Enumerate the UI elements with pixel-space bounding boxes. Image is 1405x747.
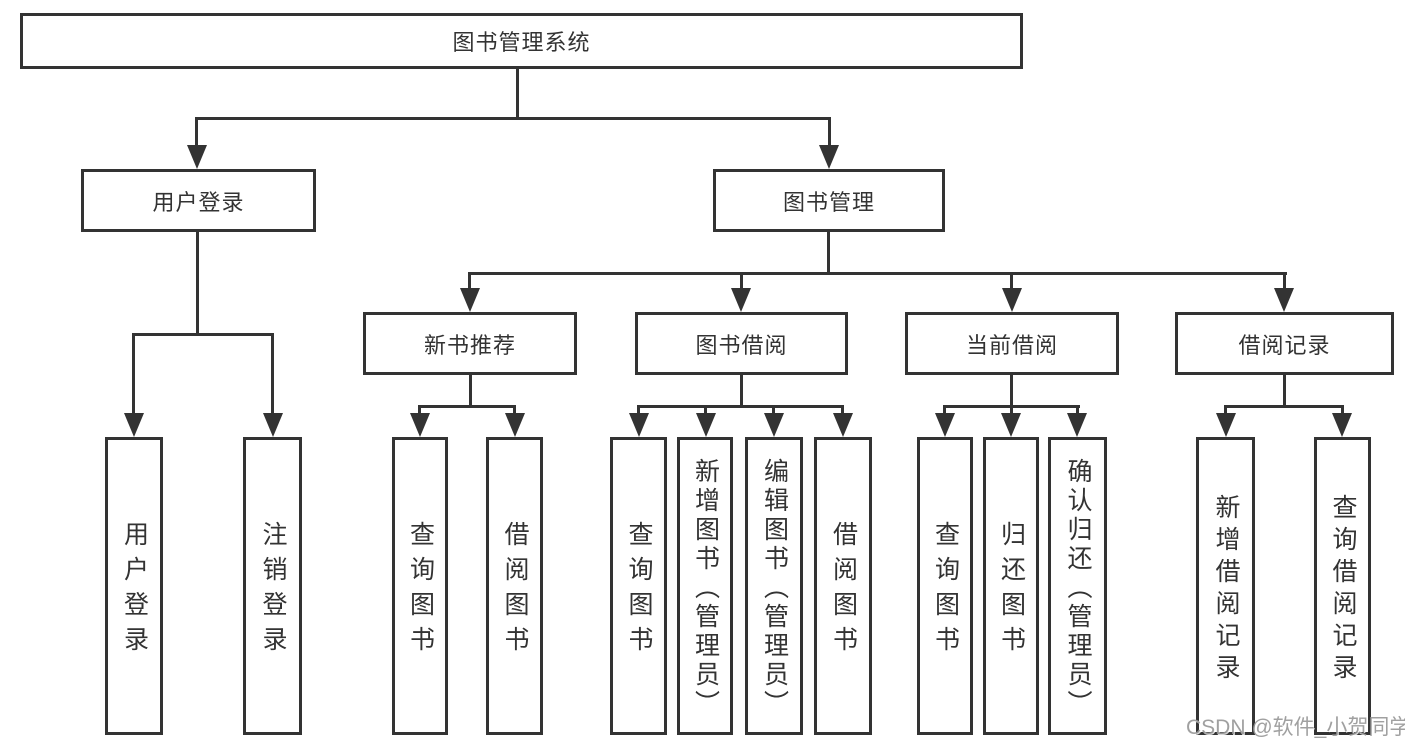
connector-arrow: [1274, 288, 1294, 312]
connector-arrow: [263, 413, 283, 437]
leaf-borrow-books: 借阅图书: [814, 437, 872, 735]
connector-line: [418, 405, 516, 408]
connector-line: [271, 333, 274, 415]
connector-line: [468, 272, 471, 291]
connector-arrow: [1067, 413, 1087, 437]
connector-arrow: [1332, 413, 1352, 437]
node-user-login: 用户登录: [81, 169, 316, 232]
connector-line: [195, 117, 831, 120]
connector-line: [196, 232, 199, 335]
connector-line: [827, 232, 830, 274]
leaf-confirm-return-admin: 确认归还（管理员）: [1048, 437, 1107, 735]
leaf-query-books-borrowing: 查询图书: [610, 437, 667, 735]
connector-arrow: [1216, 413, 1236, 437]
leaf-add-book-admin: 新增图书（管理员）: [677, 437, 733, 735]
connector-line: [132, 333, 274, 336]
connector-arrow: [935, 413, 955, 437]
leaf-query-books-recommend: 查询图书: [392, 437, 448, 735]
node-new-book-recommend: 新书推荐: [363, 312, 577, 375]
connector-line: [841, 405, 844, 415]
connector-arrow: [505, 413, 525, 437]
connector-line: [1010, 405, 1013, 415]
connector-line: [1010, 272, 1013, 291]
connector-arrow: [833, 413, 853, 437]
connector-line: [772, 405, 775, 415]
connector-arrow: [1001, 413, 1021, 437]
connector-line: [1010, 374, 1013, 407]
connector-arrow: [819, 145, 839, 169]
connector-line: [704, 405, 707, 415]
connector-line: [828, 117, 831, 149]
connector-line: [1283, 374, 1286, 407]
connector-line: [1283, 272, 1286, 291]
connector-line: [637, 405, 640, 415]
connector-line: [637, 405, 844, 408]
connector-line: [469, 374, 472, 407]
leaf-edit-book-admin: 编辑图书（管理员）: [745, 437, 803, 735]
node-borrow-records: 借阅记录: [1175, 312, 1394, 375]
connector-arrow: [460, 288, 480, 312]
connector-line: [740, 272, 743, 291]
watermark: CSDN @软件_小贺同学: [1186, 716, 1405, 739]
connector-line: [943, 405, 946, 415]
leaf-return-books: 归还图书: [983, 437, 1039, 735]
leaf-borrow-books-recommend: 借阅图书: [486, 437, 543, 735]
connector-line: [1076, 405, 1079, 415]
node-book-management: 图书管理: [713, 169, 945, 232]
connector-line: [1341, 405, 1344, 415]
connector-arrow: [629, 413, 649, 437]
leaf-logout: 注销登录: [243, 437, 302, 735]
connector-line: [1224, 405, 1344, 408]
connector-arrow: [124, 413, 144, 437]
connector-arrow: [764, 413, 784, 437]
leaf-add-borrow-record: 新增借阅记录: [1196, 437, 1255, 735]
connector-arrow: [410, 413, 430, 437]
connector-line: [740, 374, 743, 407]
connector-arrow: [731, 288, 751, 312]
leaf-query-books-current: 查询图书: [917, 437, 973, 735]
connector-line: [418, 405, 421, 415]
connector-arrow: [696, 413, 716, 437]
connector-line: [1224, 405, 1227, 415]
connector-line: [513, 405, 516, 415]
leaf-query-borrow-record: 查询借阅记录: [1314, 437, 1371, 735]
leaf-user-login: 用户登录: [105, 437, 163, 735]
connector-line: [195, 117, 198, 149]
connector-arrow: [1002, 288, 1022, 312]
connector-arrow: [187, 145, 207, 169]
connector-line: [132, 333, 135, 415]
connector-line: [516, 69, 519, 119]
node-book-borrowing: 图书借阅: [635, 312, 848, 375]
node-current-borrowing: 当前借阅: [905, 312, 1119, 375]
node-library-system: 图书管理系统: [20, 13, 1023, 69]
connector-line: [468, 272, 1287, 275]
